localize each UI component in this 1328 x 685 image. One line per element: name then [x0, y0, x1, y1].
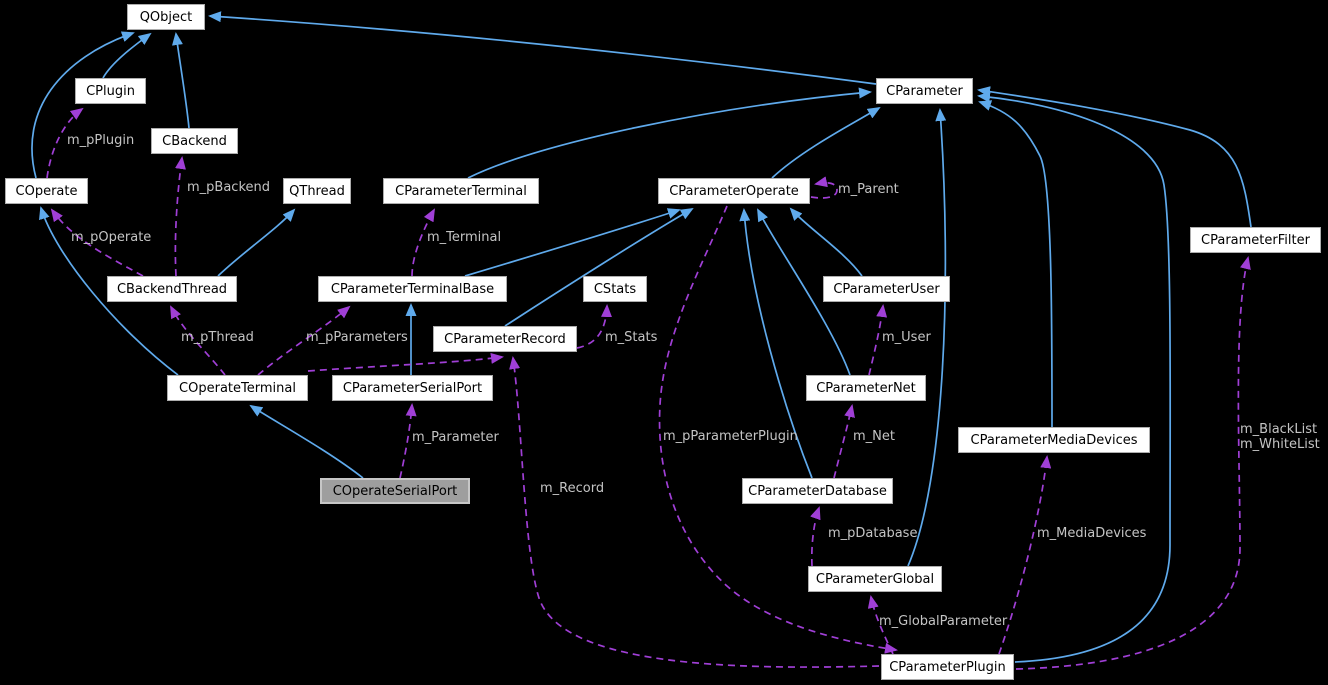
edge-m-parent-self-loop	[810, 176, 838, 199]
class-node-qobject[interactable]: QObject	[127, 4, 205, 30]
edge-m-pparameterplugin	[658, 205, 898, 654]
class-node-cparameterrecord[interactable]: CParameterRecord	[433, 326, 577, 352]
edge-label-m-poperate: m_pOperate	[71, 230, 152, 245]
edge-m-mediadevices	[998, 455, 1052, 655]
class-node-cparameternet[interactable]: CParameterNet	[806, 375, 926, 401]
edge-cparameterterminal-cparameter	[467, 87, 872, 179]
class-node-cparameterserialport[interactable]: CParameterSerialPort	[332, 375, 493, 401]
edge-label-m-blacklist-whitelist: m_BlackList m_WhiteList	[1240, 422, 1320, 452]
class-node-cparameterplugin[interactable]: CParameterPlugin	[881, 654, 1014, 680]
edge-label-m-parameter: m_Parameter	[412, 430, 499, 445]
class-node-cbackend[interactable]: CBackend	[151, 128, 238, 154]
edge-m-poperate	[50, 208, 144, 277]
edge-cparameterglobal-cparameter	[907, 108, 947, 567]
edge-label-m-stats: m_Stats	[605, 330, 658, 345]
edge-m-parameter	[399, 403, 417, 479]
edge-m-pparameters	[257, 305, 351, 376]
edge-label-m-terminal: m_Terminal	[427, 230, 502, 245]
edge-label-m-pparameterplugin: m_pParameterPlugin	[663, 429, 798, 444]
edge-cparameterterminalbase-cparameteroperate	[464, 208, 681, 277]
edge-m-blacklist-whitelist	[1015, 256, 1251, 670]
edge-m-user	[868, 304, 888, 376]
class-node-cparameterdatabase[interactable]: CParameterDatabase	[742, 478, 893, 504]
edge-cparameter-qobject	[208, 11, 877, 85]
edge-m-stats	[576, 304, 613, 349]
edge-cbackendthread-qthread	[217, 208, 296, 277]
class-node-cparameteruser[interactable]: CParameterUser	[823, 276, 950, 302]
edge-cparameterrecord-cparameteroperate	[504, 208, 694, 327]
edge-label-m-pdatabase: m_pDatabase	[828, 526, 918, 541]
class-node-cstats[interactable]: CStats	[583, 276, 647, 302]
edge-cparameterplugin-cparameter	[977, 91, 1172, 663]
class-node-cplugin[interactable]: CPlugin	[75, 78, 146, 104]
edge-m-pdatabase	[810, 506, 821, 567]
edge-cparameteruser-cparameteroperate	[789, 207, 863, 277]
class-node-cparametermediadevices[interactable]: CParameterMediaDevices	[958, 427, 1150, 453]
edge-label-m-mediadevices: m_MediaDevices	[1037, 526, 1147, 541]
class-node-cparameterglobal[interactable]: CParameterGlobal	[808, 566, 942, 592]
edge-label-m-record: m_Record	[540, 481, 605, 496]
edge-coperateterminal-cparameterrecord	[307, 352, 504, 372]
edge-cparameteroperate-cparameter	[771, 106, 881, 179]
class-node-coperate[interactable]: COperate	[5, 178, 88, 204]
edge-m-pplugin	[46, 107, 84, 179]
edge-cplugin-qobject	[102, 32, 152, 79]
edge-cparameternet-cparameteroperate	[757, 208, 851, 376]
class-node-cparameterterminalbase[interactable]: CParameterTerminalBase	[318, 276, 507, 302]
edge-label-m-pthread: m_pThread	[181, 330, 254, 345]
edge-coperateterminal-coperate	[39, 206, 179, 376]
edge-coperate-qobject	[31, 31, 135, 179]
edge-coperateserialport-coperateterminal	[249, 404, 364, 479]
edge-label-m-net: m_Net	[853, 429, 895, 444]
edge-m-net	[833, 404, 855, 479]
edge-m-pthread	[170, 305, 226, 376]
class-node-cbackendthread[interactable]: CBackendThread	[107, 276, 237, 302]
edge-cparameterdatabase-cparameteroperate	[739, 208, 813, 479]
class-node-cparameterfilter[interactable]: CParameterFilter	[1190, 227, 1321, 253]
edge-label-m-parent: m_Parent	[838, 182, 899, 197]
edge-label-m-pparameters: m_pParameters	[306, 330, 408, 345]
class-node-cparameterterminal[interactable]: CParameterTerminal	[383, 178, 539, 204]
class-node-coperateterminal[interactable]: COperateTerminal	[167, 375, 308, 401]
edge-label-m-pplugin: m_pPlugin	[67, 133, 135, 148]
edge-m-pbackend	[174, 156, 186, 277]
class-node-cparameteroperate[interactable]: CParameterOperate	[658, 178, 810, 204]
edge-cparameterfilter-cparameter	[977, 86, 1252, 228]
edge-m-record	[509, 356, 880, 668]
edge-label-m-pbackend: m_pBackend	[187, 180, 271, 195]
class-node-cparameter[interactable]: CParameter	[876, 78, 973, 104]
edge-cbackend-qobject	[172, 32, 190, 129]
class-node-qthread[interactable]: QThread	[283, 178, 351, 204]
edge-label-m-globalparameter: m_GlobalParameter	[879, 614, 1008, 629]
edge-m-terminal	[411, 208, 435, 277]
edge-label-m-user: m_User	[882, 330, 931, 345]
class-node-coperateserialport: COperateSerialPort	[320, 478, 470, 504]
edge-cparametermediadevices-cparameter	[978, 100, 1053, 428]
